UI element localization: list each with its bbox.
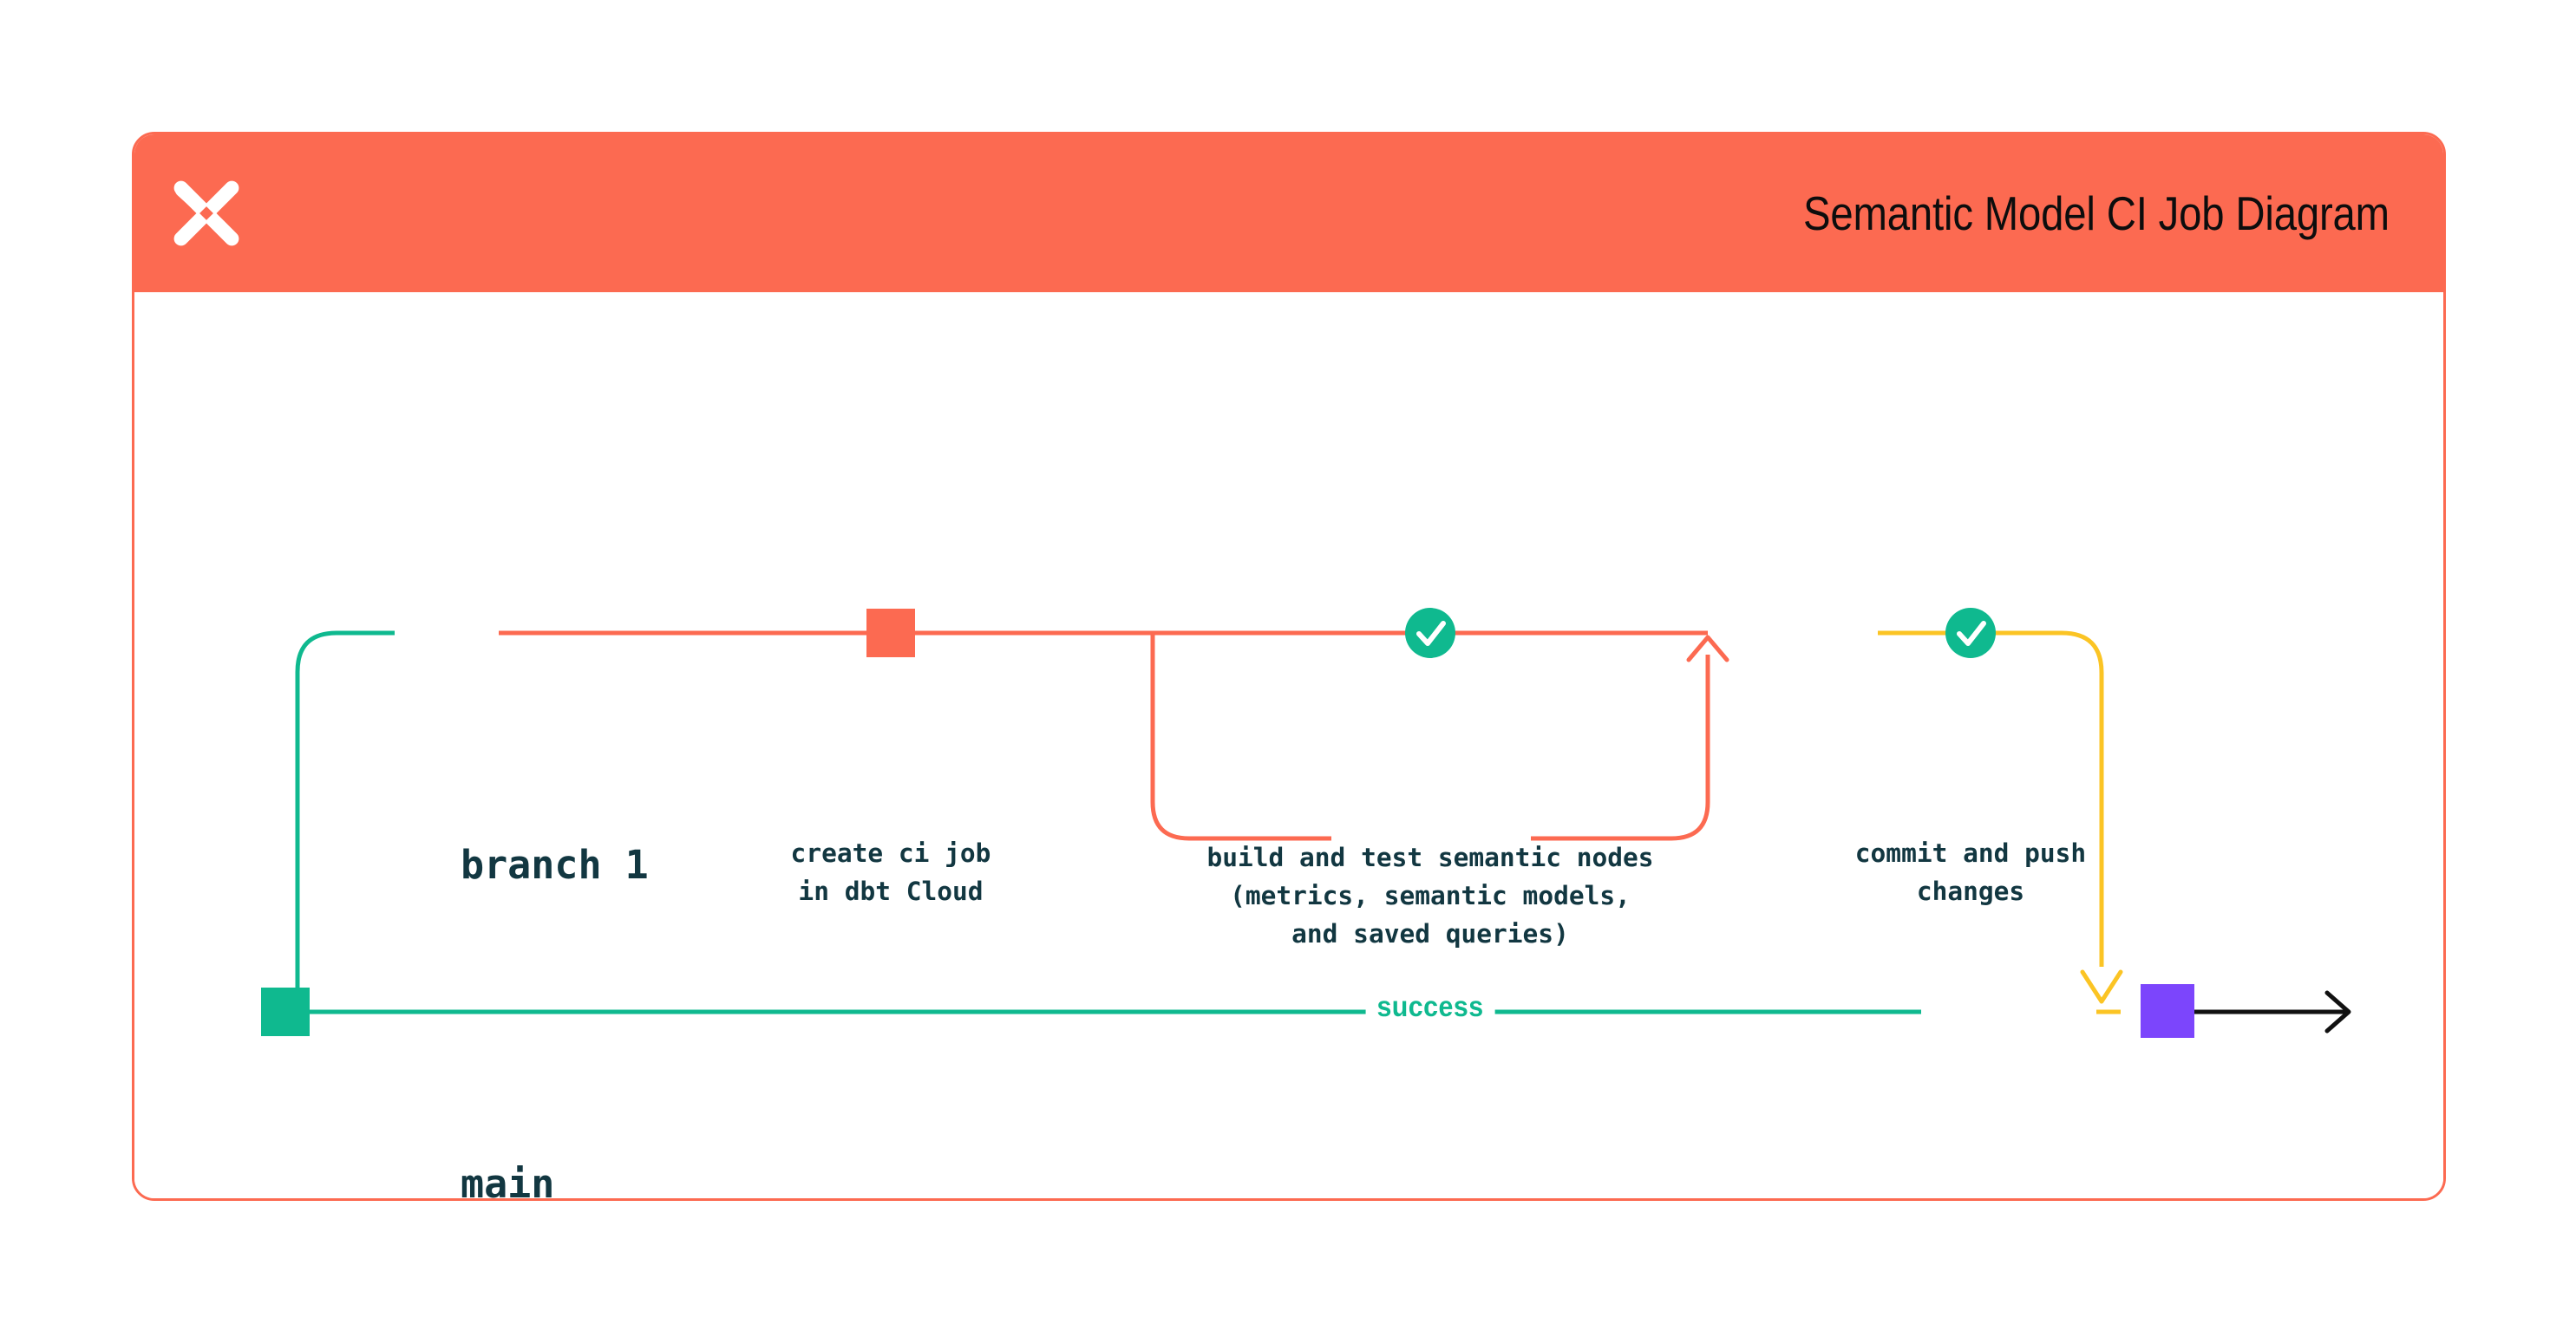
dbt-x-logo-icon xyxy=(173,180,239,246)
lane-label-branch1: branch 1 xyxy=(461,842,649,888)
node-main-start[interactable] xyxy=(261,988,310,1036)
diagram-card: Semantic Model CI Job Diagram xyxy=(132,132,2446,1201)
edge-success-loop-left xyxy=(1150,633,1331,841)
edge-success-loop-right xyxy=(1531,655,1710,841)
node-caption-build-and-test: build and test semantic nodes (metrics, … xyxy=(1206,843,1654,949)
check-circle-icon xyxy=(1945,608,1996,658)
node-create-ci-job[interactable] xyxy=(866,609,915,657)
node-commit-and-push[interactable] xyxy=(1945,608,1996,658)
edge-label-success: success xyxy=(1365,990,1495,1023)
branch-flow-svg xyxy=(261,608,2351,1038)
edge-branch-off xyxy=(295,630,395,1012)
check-circle-icon xyxy=(1405,608,1455,658)
edge-merge-back xyxy=(1878,630,2104,967)
diagram-canvas: branch 1 main create ci job in dbt Cloud… xyxy=(134,292,2443,1198)
page-title: Semantic Model CI Job Diagram xyxy=(1803,186,2390,240)
node-merge-deploy[interactable] xyxy=(2141,984,2194,1038)
card-header: Semantic Model CI Job Diagram xyxy=(134,134,2443,292)
node-caption-commit-and-push: commit and push changes xyxy=(1854,838,2087,906)
node-caption-create-ci-job: create ci job in dbt Cloud xyxy=(790,838,991,906)
check-mark-icon xyxy=(1957,621,1986,646)
arrowhead-production-icon xyxy=(2324,990,2351,1034)
node-build-and-test[interactable] xyxy=(1405,608,1455,658)
arrowhead-merge-down-icon xyxy=(2080,969,2123,1004)
lane-label-main: main xyxy=(461,1161,555,1201)
arrowhead-success-loop-icon xyxy=(1686,635,1729,662)
check-mark-icon xyxy=(1416,621,1446,646)
